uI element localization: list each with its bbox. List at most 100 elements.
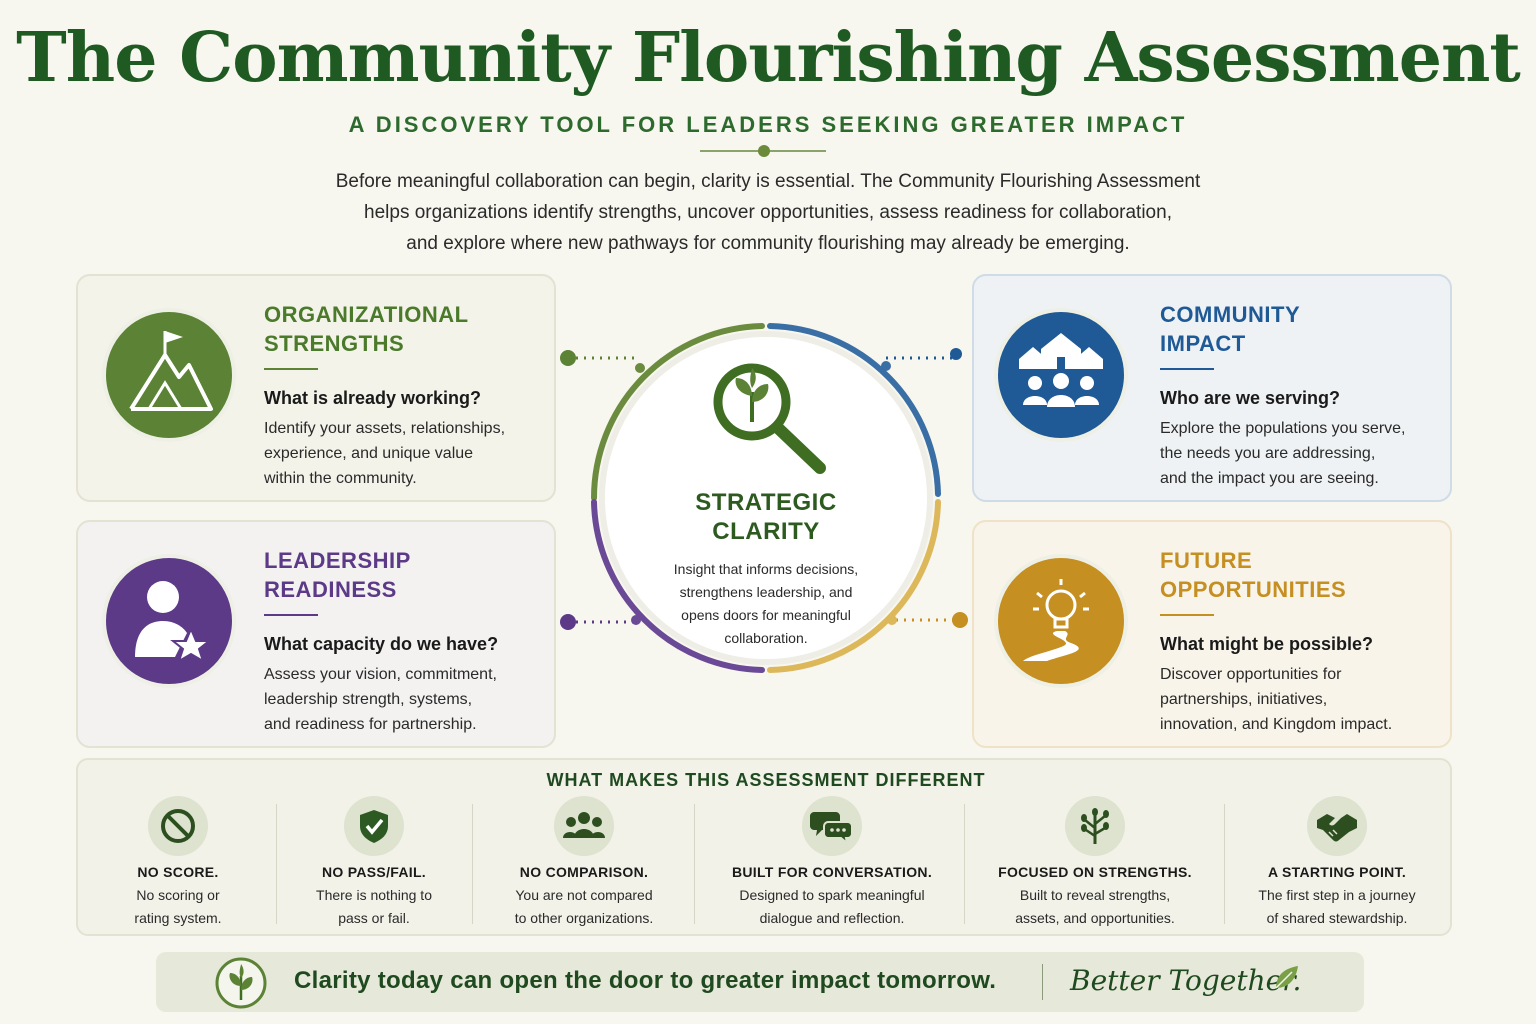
mountain-flag-icon — [102, 308, 236, 442]
card-title-line: STRENGTHS — [264, 331, 405, 356]
feature-title: FOCUSED ON STRENGTHS. — [998, 864, 1192, 880]
card-underline — [264, 614, 318, 616]
hub-description: Insight that informs decisions, strength… — [654, 558, 878, 650]
feature-desc-line: No scoring or — [136, 887, 220, 903]
page-title: The Community Flourishing Assessment — [16, 18, 1521, 98]
person-star-icon — [102, 554, 236, 688]
footer-separator — [1042, 964, 1043, 1000]
hub-desc-line: Insight that informs decisions, — [673, 561, 859, 577]
community-people-icon — [994, 308, 1128, 442]
feature-separator — [1224, 804, 1225, 924]
feature-description: No scoring or rating system. — [88, 884, 268, 930]
card-description: Explore the populations you serve, the n… — [1160, 416, 1440, 491]
no-symbol-icon — [148, 796, 208, 856]
card-title-line: FUTURE — [1160, 548, 1253, 573]
card-description: Assess your vision, commitment, leadersh… — [264, 662, 544, 737]
feature-desc-line: to other organizations. — [514, 910, 654, 926]
card-leadership-readiness: LEADERSHIP READINESS What capacity do we… — [76, 520, 556, 748]
desc-line: the needs you are addressing, — [1160, 445, 1376, 462]
leaf-emblem-icon — [214, 956, 268, 1015]
card-underline — [1160, 614, 1214, 616]
feature-desc-line: dialogue and reflection. — [759, 910, 905, 926]
feature-desc-line: pass or fail. — [338, 910, 410, 926]
card-community-impact: COMMUNITY IMPACT Who are we serving? Exp… — [972, 274, 1452, 502]
chat-bubbles-icon — [802, 796, 862, 856]
feature-description: Designed to spark meaningful dialogue an… — [700, 884, 964, 930]
desc-line: and readiness for partnership. — [264, 716, 477, 733]
card-underline — [264, 368, 318, 370]
feature-separator — [472, 804, 473, 924]
hub-title-line: STRATEGIC — [695, 489, 837, 516]
card-question: Who are we serving? — [1160, 388, 1341, 408]
feature-desc-line: Designed to spark meaningful — [739, 887, 925, 903]
hub-desc-line: opens doors for meaningful — [681, 607, 851, 623]
hub-desc-line: collaboration. — [724, 630, 808, 646]
feature-description: You are not compared to other organizati… — [478, 884, 690, 930]
feature-desc-line: rating system. — [134, 910, 222, 926]
feature-desc-line: The first step in a journey — [1258, 887, 1416, 903]
desc-line: innovation, and Kingdom impact. — [1160, 716, 1393, 733]
feature-description: The first step in a journey of shared st… — [1228, 884, 1446, 930]
card-question: What is already working? — [264, 388, 482, 408]
feature-separator — [276, 804, 277, 924]
feature-desc-line: of shared stewardship. — [1266, 910, 1408, 926]
card-title: COMMUNITY IMPACT — [1160, 300, 1430, 358]
desc-line: Identify your assets, relationships, — [264, 420, 506, 437]
card-title-line: COMMUNITY — [1160, 302, 1301, 327]
feature-desc-line: There is nothing to — [316, 887, 432, 903]
feature-title: BUILT FOR CONVERSATION. — [731, 864, 933, 880]
feature-desc-line: You are not compared — [515, 887, 653, 903]
differences-title: WHAT MAKES THIS ASSESSMENT DIFFERENT — [546, 770, 986, 790]
feature-a-starting-point: A STARTING POINT. The first step in a jo… — [1228, 796, 1446, 930]
page-subtitle: A DISCOVERY TOOL FOR LEADERS SEEKING GRE… — [348, 112, 1188, 137]
feature-description: Built to reveal strengths, assets, and o… — [970, 884, 1220, 930]
leaf-icon — [1272, 964, 1300, 997]
hub-desc-line: strengthens leadership, and — [679, 584, 853, 600]
footer-tagline: Clarity today can open the door to great… — [294, 967, 997, 994]
feature-separator — [964, 804, 965, 924]
footer-banner: Clarity today can open the door to great… — [156, 952, 1364, 1012]
desc-line: experience, and unique value — [264, 445, 474, 462]
divider-dot — [758, 145, 770, 157]
lightbulb-path-icon — [994, 554, 1128, 688]
card-title-line: IMPACT — [1160, 331, 1246, 356]
card-organizational-strengths: ORGANIZATIONAL STRENGTHS What is already… — [76, 274, 556, 502]
group-icon — [554, 796, 614, 856]
feature-title: NO COMPARISON. — [519, 864, 649, 880]
intro-paragraph: Before meaningful collaboration can begi… — [268, 166, 1268, 259]
hub-title: STRATEGIC CLARITY — [586, 488, 946, 546]
intro-line: Before meaningful collaboration can begi… — [335, 171, 1201, 192]
desc-line: within the community. — [264, 470, 417, 487]
card-title-line: ORGANIZATIONAL — [264, 302, 469, 327]
handshake-icon — [1307, 796, 1367, 856]
card-description: Identify your assets, relationships, exp… — [264, 416, 544, 491]
footer-signature: Better Together. — [1070, 964, 1302, 997]
desc-line: leadership strength, systems, — [264, 691, 473, 708]
feature-no-comparison: NO COMPARISON. You are not compared to o… — [478, 796, 690, 930]
card-title: ORGANIZATIONAL STRENGTHS — [264, 300, 534, 358]
desc-line: partnerships, initiatives, — [1160, 691, 1328, 708]
card-question: What might be possible? — [1160, 634, 1374, 654]
differences-panel: WHAT MAKES THIS ASSESSMENT DIFFERENT NO … — [76, 758, 1452, 936]
desc-line: Discover opportunities for — [1160, 666, 1342, 683]
hub-title-line: CLARITY — [712, 518, 820, 545]
feature-desc-line: assets, and opportunities. — [1015, 910, 1175, 926]
desc-line: Assess your vision, commitment, — [264, 666, 497, 683]
intro-line: helps organizations identify strengths, … — [364, 202, 1172, 223]
feature-focused-on-strengths: FOCUSED ON STRENGTHS. Built to reveal st… — [970, 796, 1220, 930]
card-underline — [1160, 368, 1214, 370]
intro-line: and explore where new pathways for commu… — [406, 233, 1130, 254]
feature-title: NO SCORE. — [137, 864, 219, 880]
feature-description: There is nothing to pass or fail. — [284, 884, 464, 930]
feature-separator — [694, 804, 695, 924]
feature-title: A STARTING POINT. — [1267, 864, 1407, 880]
card-title-line: LEADERSHIP — [264, 548, 411, 573]
shield-check-icon — [344, 796, 404, 856]
feature-no-score: NO SCORE. No scoring or rating system. — [88, 796, 268, 930]
card-title: LEADERSHIP READINESS — [264, 546, 534, 604]
tree-icon — [1065, 796, 1125, 856]
card-question: What capacity do we have? — [264, 634, 499, 654]
card-title-line: READINESS — [264, 577, 397, 602]
feature-no-pass-fail: NO PASS/FAIL. There is nothing to pass o… — [284, 796, 464, 930]
strategic-clarity-hub: STRATEGIC CLARITY Insight that informs d… — [586, 310, 946, 690]
